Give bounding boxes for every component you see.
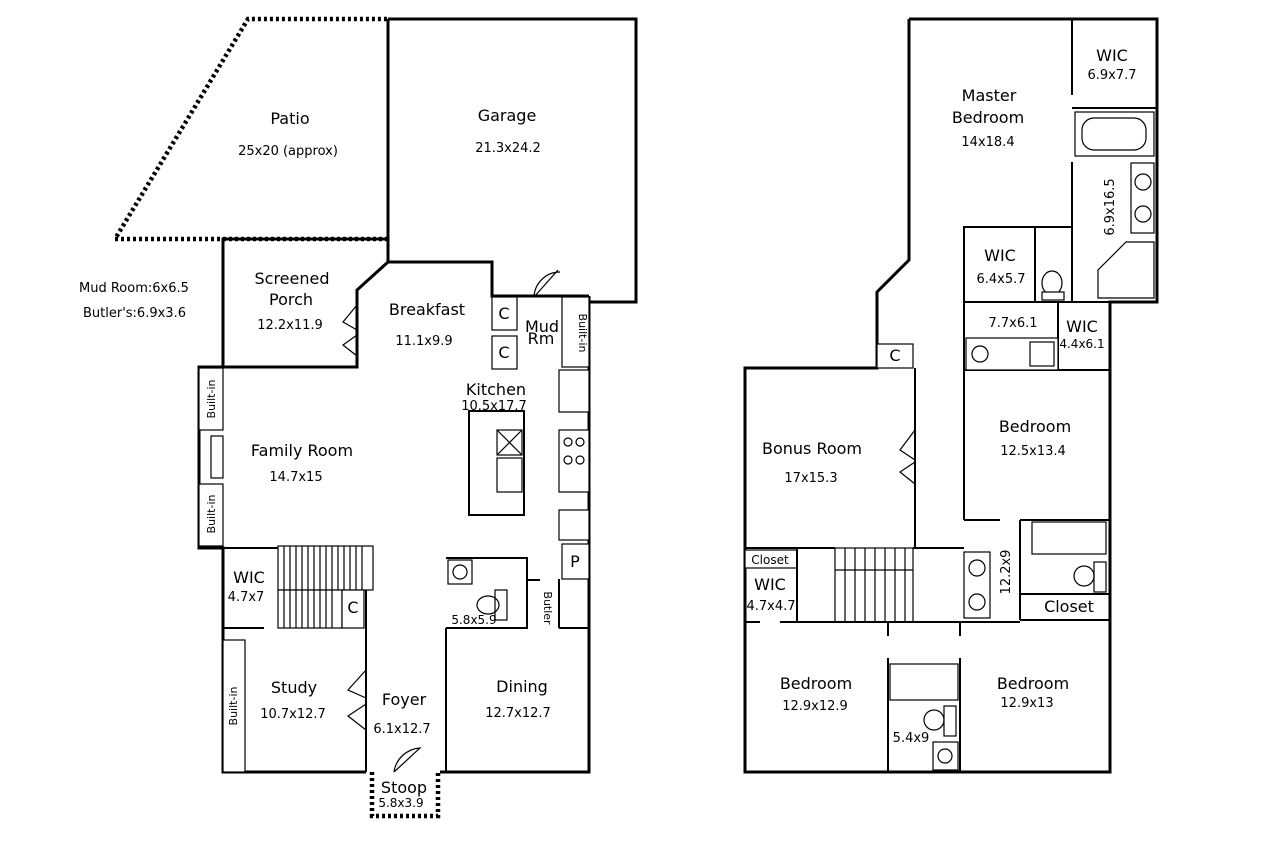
jack-jill-bath-dim: 5.4x9 (893, 731, 930, 746)
built-in-family-1: Built-in (205, 380, 218, 419)
dining-label: Dining (496, 677, 548, 696)
foyer-dim: 6.1x12.7 (373, 722, 430, 737)
built-in-mudroom: Built-in (576, 314, 589, 353)
pantry (561, 543, 590, 580)
main-floor (111, 16, 638, 819)
patio-outline (111, 16, 388, 242)
upper-exterior-walls (743, 17, 1159, 774)
stair-closet-c: C (347, 598, 358, 617)
master-bedroom-label: Master (962, 86, 1017, 105)
garage-dim: 21.3x24.2 (475, 141, 541, 156)
kitchen-label: Kitchen (466, 380, 526, 399)
bedroom-c-dim: 12.9x13 (1000, 696, 1053, 711)
garage-walls (388, 17, 638, 304)
family-room-label: Family Room (251, 441, 353, 460)
bedroom-b-label: Bedroom (780, 674, 852, 693)
breakfast-label: Breakfast (389, 300, 465, 319)
pantry-label: P (570, 552, 580, 571)
study-label: Study (271, 678, 317, 697)
master-bedroom-label-2: Bedroom (952, 108, 1024, 127)
study-dim: 10.7x12.7 (260, 707, 326, 722)
built-in-family-2: Built-in (205, 495, 218, 534)
family-room-dim: 14.7x15 (269, 470, 322, 485)
bedroom-a-label: Bedroom (999, 417, 1071, 436)
closet-c-1: C (498, 304, 509, 323)
wic3-label: WIC (1066, 317, 1098, 336)
screened-porch-walls (221, 237, 388, 367)
screened-porch-dim: 12.2x11.9 (257, 318, 323, 333)
hall-bath-dim: 12.2x9 (999, 550, 1014, 595)
wic4-dim: 4.7x4.7 (746, 599, 795, 614)
half-bath-dim: 5.8x5.9 (451, 613, 496, 627)
garage-label: Garage (478, 106, 537, 125)
upper-floor (743, 17, 1159, 774)
mud-rm-label: Mud (525, 317, 559, 336)
wic-label: WIC (233, 568, 265, 587)
breakfast-dim: 11.1x9.9 (395, 334, 452, 349)
hall-closet-label: Closet (1044, 597, 1094, 616)
main-exterior-walls (197, 365, 366, 774)
butlers-note: Butler's:6.9x3.6 (83, 306, 186, 321)
dining-dim: 12.7x12.7 (485, 706, 551, 721)
kitchen-dim: 10.5x17.7 (461, 399, 527, 414)
butler-label: Butler (541, 591, 554, 625)
wic3-dim: 4.4x6.1 (1059, 337, 1104, 351)
mud-rm-label-2: Rm (528, 329, 555, 348)
stoop-label: Stoop (381, 778, 427, 797)
bonus-room-dim: 17x15.3 (784, 471, 837, 486)
wic2-dim: 6.4x5.7 (976, 272, 1025, 287)
bedroom-b-dim: 12.9x12.9 (782, 699, 848, 714)
mud-room-note: Mud Room:6x6.5 (79, 281, 189, 296)
master-bedroom-dim: 14x18.4 (961, 135, 1014, 150)
foyer-label: Foyer (382, 690, 427, 709)
screened-porch-label: Screened (254, 269, 329, 288)
screened-porch-label-2: Porch (269, 290, 313, 309)
upstairs-bath-dim: 7.7x6.1 (988, 316, 1037, 331)
stoop-outline (369, 772, 441, 819)
closet-c-2: C (498, 343, 509, 362)
wic2-label: WIC (984, 246, 1016, 265)
stoop-dim: 5.8x3.9 (378, 796, 423, 810)
patio-label: Patio (270, 109, 309, 128)
built-in-study: Built-in (227, 687, 240, 726)
master-wic-label: WIC (1096, 46, 1128, 65)
upper-closet-c: C (889, 346, 900, 365)
master-wic-dim: 6.9x7.7 (1087, 68, 1136, 83)
master-bath-dim: 6.9x16.5 (1103, 178, 1118, 235)
wic4-label: WIC (754, 575, 786, 594)
bedroom-c-label: Bedroom (997, 674, 1069, 693)
wic-dim: 4.7x7 (228, 590, 265, 605)
bonus-room-label: Bonus Room (762, 439, 862, 458)
small-closet-label: Closet (751, 553, 789, 567)
bedroom-a-dim: 12.5x13.4 (1000, 444, 1066, 459)
patio-dim: 25x20 (approx) (238, 144, 338, 159)
